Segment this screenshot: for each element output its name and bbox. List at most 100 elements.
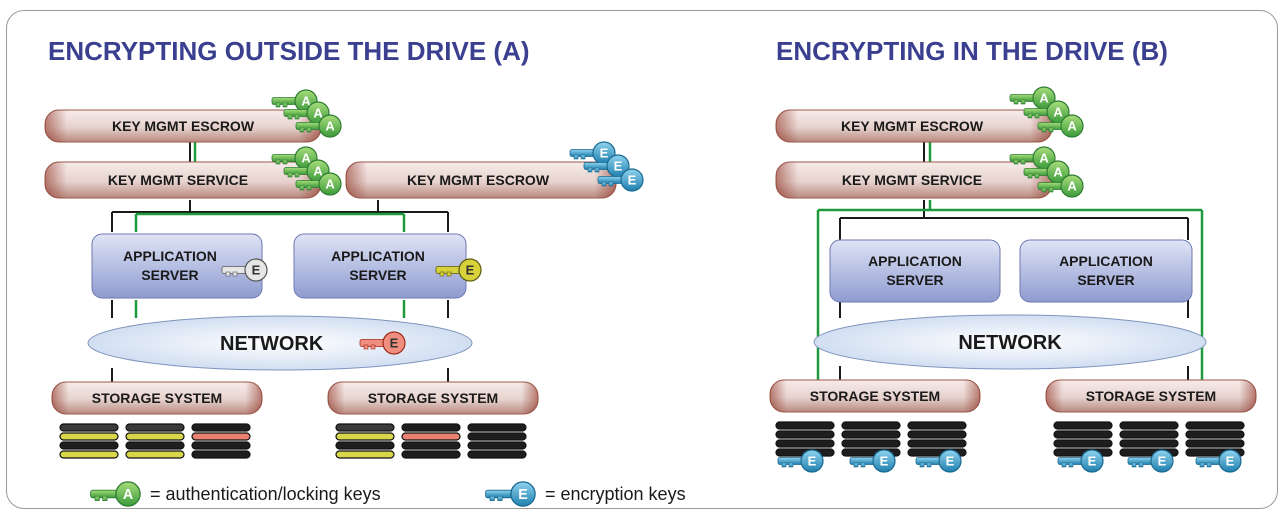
- app-server-b2-line1: APPLICATION: [1059, 253, 1153, 269]
- disk-stack-icon: [907, 421, 967, 457]
- panel-b: ENCRYPTING IN THE DRIVE (B) KEY MGMT ESC…: [769, 36, 1257, 473]
- svg-text:A: A: [325, 119, 335, 134]
- svg-text:E: E: [946, 454, 955, 469]
- legend: A = authentication/locking keys E = encr…: [90, 481, 686, 507]
- key-mgmt-service-box-b: KEY MGMT SERVICE: [775, 161, 1053, 199]
- svg-text:A: A: [301, 151, 311, 166]
- app-server-b2-line2: SERVER: [1077, 272, 1134, 288]
- app-server-1-line1: APPLICATION: [123, 248, 217, 264]
- panel-b-disks: [775, 421, 1245, 457]
- diagram-frame: [6, 10, 1278, 509]
- key-mgmt-service-label: KEY MGMT SERVICE: [108, 172, 248, 188]
- svg-text:A: A: [301, 94, 311, 109]
- app-server-2-line1: APPLICATION: [331, 248, 425, 264]
- key-encryption-icon: E: [435, 258, 482, 282]
- key-encryption-icon: E: [1057, 449, 1104, 473]
- key-auth-icon: A: [283, 159, 330, 183]
- key-mgmt-escrow-label: KEY MGMT ESCROW: [112, 118, 255, 134]
- disk-stack-icon: [125, 423, 185, 459]
- key-mgmt-escrow-b-label: KEY MGMT ESCROW: [841, 118, 984, 134]
- svg-text:E: E: [628, 173, 637, 188]
- storage-system-1: STORAGE SYSTEM: [51, 381, 263, 415]
- svg-text:A: A: [313, 106, 323, 121]
- legend-auth-key-icon: A: [90, 481, 141, 507]
- disk-stack-icon: [1185, 421, 1245, 457]
- disk-stack-icon: [1053, 421, 1113, 457]
- storage-b2-label: STORAGE SYSTEM: [1086, 388, 1216, 404]
- application-server-b-2: APPLICATION SERVER: [1019, 239, 1193, 303]
- key-encryption-icon: E: [221, 258, 268, 282]
- panel-b-black-lines: [839, 140, 1189, 380]
- svg-text:E: E: [1158, 454, 1167, 469]
- app-server-2-line2: SERVER: [349, 267, 406, 283]
- storage-b1-label: STORAGE SYSTEM: [810, 388, 940, 404]
- svg-text:E: E: [466, 263, 475, 278]
- key-auth-icon: A: [295, 172, 342, 196]
- key-auth-icon: A: [1023, 100, 1070, 124]
- svg-text:E: E: [1226, 454, 1235, 469]
- key-encryption-icon: E: [777, 449, 824, 473]
- key-auth-icon: A: [295, 114, 342, 138]
- network-b-label: NETWORK: [958, 332, 1062, 354]
- legend-enc-key-icon: E: [485, 481, 536, 507]
- svg-text:A: A: [1067, 119, 1077, 134]
- key-encryption-icon: E: [1127, 449, 1174, 473]
- key-encryption-icon: E: [849, 449, 896, 473]
- app-server-1-line2: SERVER: [141, 267, 198, 283]
- network-ellipse-b: NETWORK: [813, 314, 1207, 370]
- disk-stack-icon: [335, 423, 395, 459]
- svg-text:A: A: [1053, 165, 1063, 180]
- disk-stack-icon: [467, 423, 527, 459]
- key-auth-icon: A: [1023, 160, 1070, 184]
- svg-text:A: A: [1053, 105, 1063, 120]
- key-auth-icon: A: [1009, 146, 1056, 170]
- svg-text:E: E: [390, 336, 399, 351]
- key-auth-icon: A: [1037, 114, 1084, 138]
- key-encryption-icon: E: [1195, 449, 1242, 473]
- app-server-b1-line1: APPLICATION: [868, 253, 962, 269]
- key-mgmt-escrow-2-label: KEY MGMT ESCROW: [407, 172, 550, 188]
- key-encryption-icon: E: [485, 481, 536, 507]
- panel-b-green-lines: [816, 140, 1204, 382]
- storage-system-b-2: STORAGE SYSTEM: [1045, 379, 1257, 413]
- svg-text:A: A: [313, 164, 323, 179]
- application-server-2: APPLICATION SERVER: [293, 233, 467, 299]
- legend-enc-text: = encryption keys: [545, 484, 686, 504]
- svg-text:E: E: [518, 487, 528, 503]
- disk-stack-icon: [775, 421, 835, 457]
- network-label: NETWORK: [220, 333, 324, 355]
- svg-text:E: E: [252, 263, 261, 278]
- application-server-1: APPLICATION SERVER: [91, 233, 263, 299]
- disk-stack-icon: [59, 423, 119, 459]
- key-encryption-icon: E: [597, 168, 644, 192]
- key-encryption-icon: E: [359, 331, 406, 355]
- svg-text:A: A: [1039, 91, 1049, 106]
- key-mgmt-escrow-box-2: KEY MGMT ESCROW: [345, 161, 617, 199]
- svg-text:E: E: [614, 159, 623, 174]
- svg-text:E: E: [808, 454, 817, 469]
- panel-a: ENCRYPTING OUTSIDE THE DRIVE (A): [44, 36, 644, 459]
- key-auth-icon: A: [1037, 174, 1084, 198]
- storage-system-2: STORAGE SYSTEM: [327, 381, 539, 415]
- svg-text:A: A: [1067, 179, 1077, 194]
- panel-a-green-lines: [134, 140, 406, 318]
- svg-text:A: A: [1039, 151, 1049, 166]
- disk-stack-icon: [1119, 421, 1179, 457]
- application-server-b-1: APPLICATION SERVER: [829, 239, 1001, 303]
- key-auth-icon: A: [1009, 86, 1056, 110]
- svg-text:A: A: [123, 487, 133, 503]
- network-ellipse: NETWORK: [87, 315, 473, 371]
- svg-text:E: E: [1088, 454, 1097, 469]
- key-mgmt-escrow-box: KEY MGMT ESCROW: [44, 109, 322, 143]
- svg-text:E: E: [880, 454, 889, 469]
- legend-auth-text: = authentication/locking keys: [150, 484, 381, 504]
- storage-2-label: STORAGE SYSTEM: [368, 390, 498, 406]
- svg-text:A: A: [325, 177, 335, 192]
- disk-stack-icon: [841, 421, 901, 457]
- storage-1-label: STORAGE SYSTEM: [92, 390, 222, 406]
- svg-text:E: E: [600, 146, 609, 161]
- storage-system-b-1: STORAGE SYSTEM: [769, 379, 981, 413]
